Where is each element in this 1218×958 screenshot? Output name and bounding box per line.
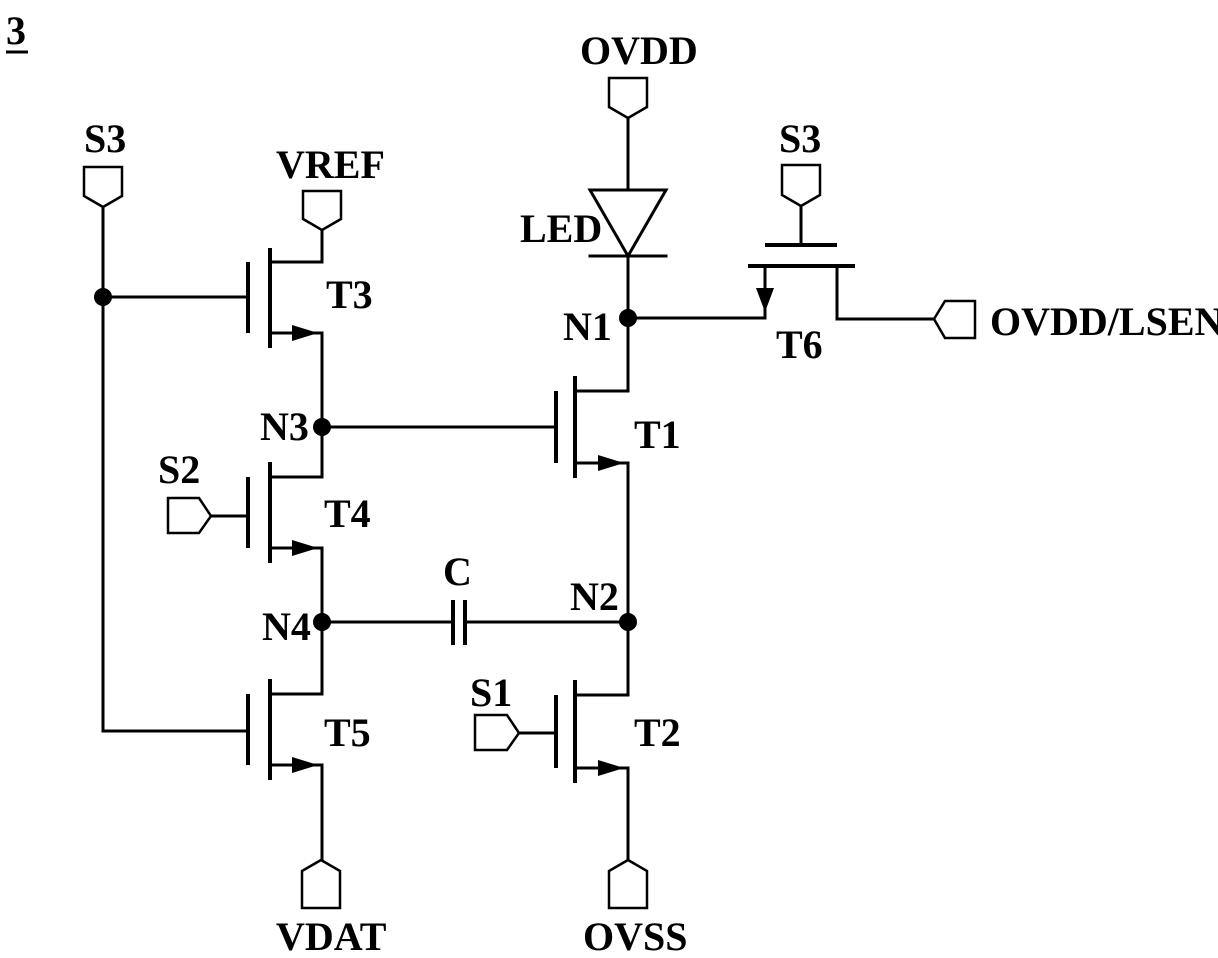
svg-text:VDAT: VDAT	[276, 914, 387, 958]
figure-ref: 3	[6, 8, 28, 53]
transistor-t6: T6	[748, 245, 855, 367]
pin-s3-left: S3	[84, 116, 126, 207]
svg-text:S3: S3	[779, 116, 821, 161]
pin-ovdd-lsen: OVDD/LSEN	[934, 299, 1218, 344]
transistor-t5: T5	[248, 679, 371, 780]
label-capacitor: C	[443, 549, 472, 594]
label-t4: T4	[324, 491, 371, 536]
label-n4: N4	[262, 604, 311, 649]
svg-text:OVDD/LSEN: OVDD/LSEN	[990, 299, 1218, 344]
label-led: LED	[520, 206, 602, 251]
label-n2: N2	[570, 574, 619, 619]
node-n1: N1	[563, 304, 637, 349]
label-t1: T1	[634, 412, 681, 457]
svg-text:OVSS: OVSS	[583, 914, 688, 958]
pin-s2: S2	[158, 447, 211, 533]
svg-text:3: 3	[6, 8, 26, 53]
pin-vdat: VDAT	[276, 860, 387, 958]
pin-s1: S1	[470, 670, 519, 750]
svg-text:OVDD: OVDD	[580, 28, 698, 73]
node-n3: N3	[260, 404, 331, 449]
svg-text:S2: S2	[158, 447, 200, 492]
svg-text:VREF: VREF	[276, 142, 385, 187]
pin-ovss: OVSS	[583, 860, 688, 958]
label-n3: N3	[260, 404, 309, 449]
pin-vref: VREF	[276, 142, 385, 230]
junction-s3	[94, 288, 112, 306]
label-t5: T5	[324, 710, 371, 755]
transistor-t2: T2	[556, 680, 681, 783]
capacitor-c: C	[443, 549, 472, 645]
wires	[103, 118, 934, 860]
transistor-t4: T4	[248, 462, 371, 563]
pin-s3-right: S3	[779, 116, 821, 206]
transistor-t1: T1	[556, 376, 681, 478]
label-t2: T2	[634, 710, 681, 755]
pin-ovdd: OVDD	[580, 28, 698, 118]
label-t6: T6	[776, 322, 823, 367]
svg-text:S3: S3	[84, 116, 126, 161]
led-diode: LED	[520, 190, 666, 256]
transistor-t3: T3	[248, 248, 373, 348]
label-t3: T3	[326, 272, 373, 317]
svg-text:S1: S1	[470, 670, 512, 715]
label-n1: N1	[563, 304, 612, 349]
